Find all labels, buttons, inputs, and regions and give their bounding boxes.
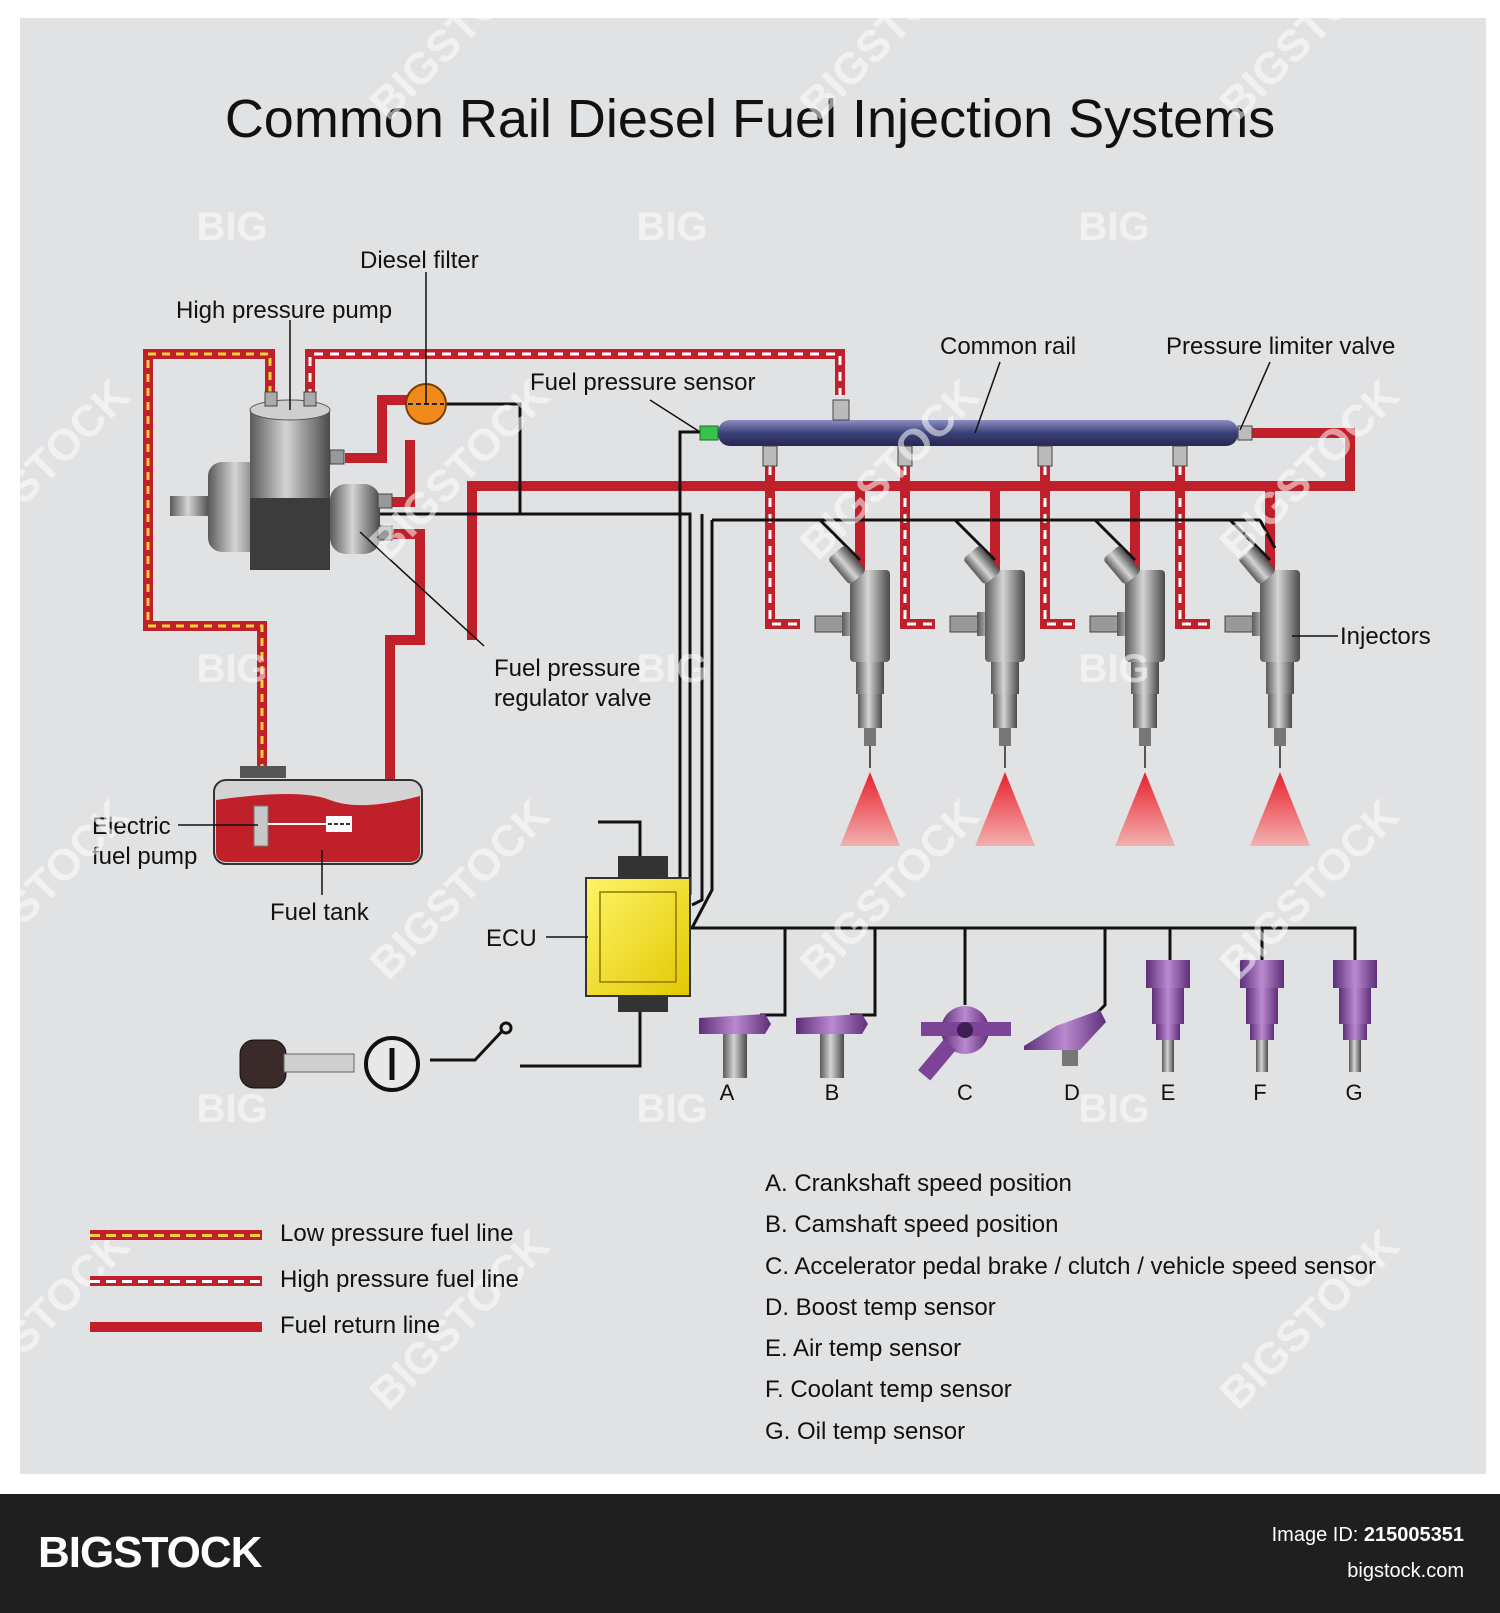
fuel-spray <box>975 772 1035 846</box>
high-pressure-pump <box>170 391 393 570</box>
footer-image-id: Image ID: 215005351 <box>1272 1524 1464 1547</box>
watermark-big: BIG <box>636 647 707 691</box>
rail-port <box>762 445 778 467</box>
sensor-legend-item: G. Oil temp sensor <box>765 1417 966 1445</box>
image-id-label: Image ID: <box>1271 1524 1359 1546</box>
watermark-bigstock: BIGSTOCK <box>361 0 559 129</box>
sensor-legend-item: A. Crankshaft speed position <box>765 1170 1072 1197</box>
footer-site: bigstock.com <box>1347 1560 1464 1582</box>
injector <box>1224 546 1310 846</box>
label-fuel-pressure-sensor: Fuel pressure sensor <box>530 369 755 396</box>
sensor-legend-item: B. Camshaft speed position <box>765 1211 1059 1239</box>
line-legend-label: High pressure fuel line <box>280 1266 519 1293</box>
watermark-bigstock: BIGSTOCK <box>791 790 989 988</box>
diagram-title: Common Rail Diesel Fuel Injection System… <box>224 89 1276 149</box>
watermark-big: BIG <box>1078 647 1149 691</box>
line-swatch <box>90 1322 262 1332</box>
sensor-letter: A <box>720 1080 735 1105</box>
watermark-bigstock: BIGSTOCK <box>791 0 989 129</box>
footer-bar: BIGSTOCK Image ID: 215005351 bigstock.co… <box>0 1494 1500 1613</box>
injectors-group <box>814 546 1310 846</box>
temp-sensor <box>1333 960 1377 1072</box>
fuel-spray <box>840 772 900 846</box>
watermark-bigstock: BIGSTOCK <box>0 370 139 568</box>
rail-port <box>1172 445 1188 467</box>
rail-port <box>897 445 913 467</box>
watermark-big: BIG <box>196 647 267 691</box>
watermark-bigstock: BIGSTOCK <box>1211 370 1409 568</box>
label-ecu: ECU <box>486 925 537 952</box>
watermark-big: BIG <box>636 205 707 249</box>
fuel-tank <box>213 766 423 865</box>
crankshaft-sensor <box>699 1014 771 1078</box>
watermark-bigstock: BIGSTOCK <box>0 790 139 988</box>
label-pressure-limiter-valve: Pressure limiter valve <box>1166 333 1395 360</box>
sensor-legend-item: D. Boost temp sensor <box>765 1293 996 1321</box>
watermark-big: BIG <box>1078 205 1149 249</box>
watermark-big: BIG <box>1078 1087 1149 1131</box>
sensor-letter: G <box>1345 1080 1362 1105</box>
watermark-big: BIG <box>636 1087 707 1131</box>
temp-sensor <box>1146 960 1190 1072</box>
sensor-letters: A B C D E F G <box>720 1080 1363 1105</box>
low-pressure-fuel-line <box>143 349 275 772</box>
watermark-big: BIG <box>196 205 267 249</box>
diagram-canvas: Diesel filter High pressure pump Common … <box>0 0 1431 1419</box>
accelerator-pedal-sensor <box>918 1006 1011 1081</box>
line-swatch <box>90 1276 262 1286</box>
watermark-bigstock: BIGSTOCK <box>0 1220 139 1418</box>
line-swatch <box>90 1230 262 1240</box>
label-injectors: Injectors <box>1340 623 1431 650</box>
leader-lines <box>178 272 1338 938</box>
injector <box>1089 546 1175 846</box>
image-id-value: 215005351 <box>1363 1524 1464 1546</box>
fuel-spray <box>1115 772 1175 846</box>
label-fuel-pressure-regulator-valve-1: Fuel pressure <box>494 655 641 682</box>
line-legend-label: Low pressure fuel line <box>280 1220 514 1247</box>
boost-temp-sensor <box>1024 1010 1106 1066</box>
sensor-legend-item: C. Accelerator pedal brake / clutch / ve… <box>765 1252 1376 1280</box>
sensor-letter: B <box>825 1080 840 1105</box>
sensor-letter: D <box>1064 1080 1080 1105</box>
footer-brand-logo: BIGSTOCK <box>38 1528 262 1577</box>
crankshaft-sensor <box>796 1014 868 1078</box>
injector <box>814 546 900 846</box>
label-fuel-pressure-regulator-valve-2: regulator valve <box>494 685 651 712</box>
label-high-pressure-pump: High pressure pump <box>176 297 392 324</box>
fuel-spray <box>1250 772 1310 846</box>
ecu-unit <box>585 856 691 1012</box>
label-common-rail: Common rail <box>940 333 1076 360</box>
rail-port <box>1037 445 1053 467</box>
label-diesel-filter: Diesel filter <box>360 247 479 274</box>
watermark-big: BIG <box>196 1087 267 1131</box>
watermark-bigstock: BIGSTOCK <box>1211 0 1409 129</box>
injector <box>949 546 1035 846</box>
watermark-bigstock: BIGSTOCK <box>1211 790 1409 988</box>
label-electric-fuel-pump-1: Electric <box>92 813 171 840</box>
common-rail <box>699 399 1253 467</box>
line-legend-label: Fuel return line <box>280 1312 441 1339</box>
watermark-bigstock: BIGSTOCK <box>791 370 989 568</box>
sensor-legend-item: F. Coolant temp sensor <box>765 1376 1012 1404</box>
sensors-group <box>699 960 1377 1081</box>
label-fuel-tank: Fuel tank <box>270 899 370 926</box>
sensor-letter: F <box>1253 1080 1266 1105</box>
ignition-key <box>239 1036 420 1092</box>
label-electric-fuel-pump-2: fuel pump <box>92 843 197 870</box>
sensor-letter: E <box>1161 1080 1176 1105</box>
sensor-letter: C <box>957 1080 973 1105</box>
sensor-legend-item: E. Air temp sensor <box>765 1335 962 1363</box>
sensor-legend: A. Crankshaft speed position B. Camshaft … <box>765 1170 1376 1459</box>
temp-sensor <box>1240 960 1284 1072</box>
